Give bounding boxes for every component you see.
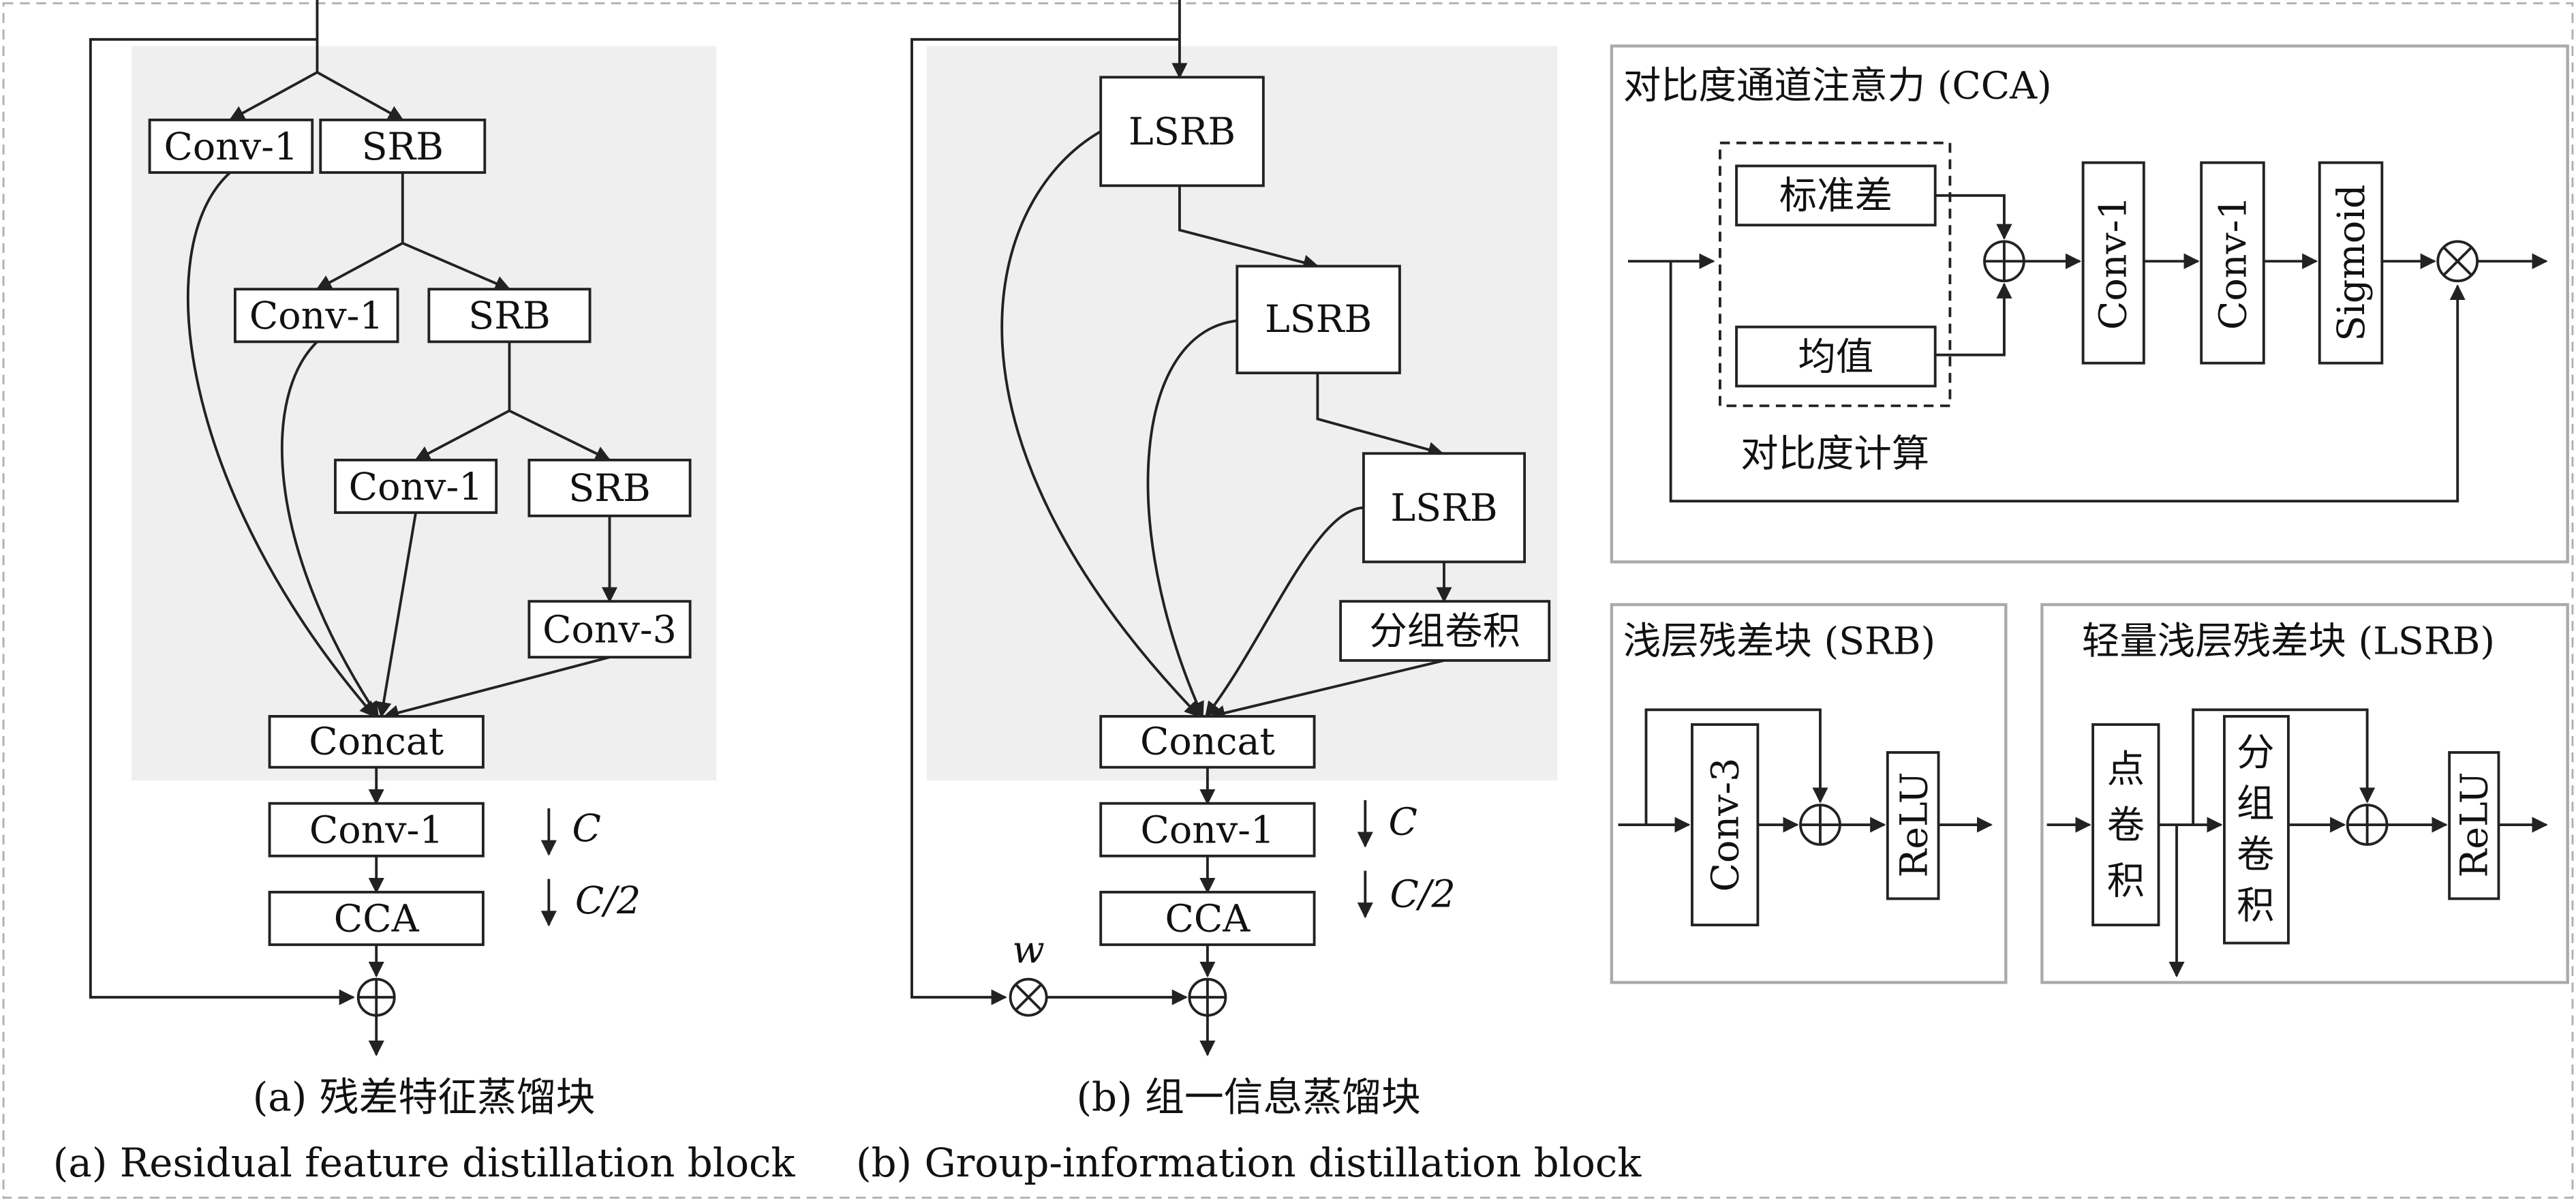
lsrb-box [1236, 264, 1401, 375]
conv1-box [234, 288, 399, 344]
concat-label: Concat [309, 720, 444, 763]
concat-box [268, 715, 485, 769]
cca-box [1099, 890, 1316, 946]
srb-box [527, 458, 692, 517]
channel-note: C [572, 807, 601, 851]
relu-label: ReLU [1893, 772, 1937, 878]
conv1-label: Conv-1 [249, 294, 384, 338]
group-char: 积 [2237, 884, 2274, 928]
lsrb-box [1362, 452, 1527, 564]
lsrb-box [1099, 76, 1265, 187]
srb-box [427, 288, 592, 344]
group-conv-box [1339, 600, 1551, 662]
lsrb-label: LSRB [1129, 110, 1236, 154]
conv3-label: Conv-3 [542, 608, 677, 652]
sigmoid-label: Sigmoid [2330, 185, 2374, 341]
cca-box [268, 890, 485, 946]
conv1-out-box [268, 802, 485, 857]
conv1-label: Conv-1 [2211, 196, 2255, 330]
caption-en: (b) Group-information distillation block [856, 1140, 1642, 1186]
conv3-label: Conv-3 [1704, 758, 1747, 892]
conv1-box [148, 119, 314, 174]
contrast-label: 对比度计算 [1741, 433, 1929, 476]
cca-frame [1610, 44, 2569, 564]
conv1-box [2081, 161, 2145, 365]
srb-label: SRB [362, 125, 444, 169]
mean-box [1735, 325, 1937, 388]
group-conv-label: 分组卷积 [1369, 610, 1520, 654]
conv1-label: Conv-1 [164, 125, 298, 169]
caption-cn: (a) 残差特征蒸馏块 [253, 1074, 596, 1120]
pointwise-char: 积 [2107, 860, 2145, 903]
srb-detail [1610, 603, 2008, 984]
channel-note: C [1389, 800, 1417, 844]
mean-label: 均值 [1798, 335, 1873, 379]
conv1-label: Conv-1 [349, 466, 483, 509]
channel-half-note: C/2 [1390, 873, 1455, 917]
cca-label: CCA [334, 898, 420, 941]
contrast-dashed-box [1719, 141, 1952, 408]
lsrb-frame [2040, 603, 2569, 984]
lsrb-label: LSRB [1390, 487, 1497, 530]
lsrb-title: 轻量浅层残差块 (LSRB) [2082, 620, 2495, 663]
caption-cn: (b) 组一信息蒸馏块 [1076, 1074, 1420, 1120]
srb-frame [1610, 603, 2008, 984]
conv3-box [1691, 723, 1760, 926]
caption-en: (a) Residual feature distillation block [53, 1140, 796, 1186]
lsrb-label: LSRB [1265, 298, 1372, 341]
relu-label: ReLU [2453, 772, 2497, 878]
conv1-box [2200, 161, 2265, 365]
cca-title: 对比度通道注意力 (CCA) [1623, 65, 2052, 108]
group-char: 组 [2237, 782, 2274, 826]
std-box [1735, 164, 1937, 227]
channel-half-note: C/2 [575, 879, 641, 923]
conv1-box [334, 458, 498, 514]
pointwise-conv-box [2091, 723, 2160, 926]
pointwise-char: 点 [2107, 748, 2145, 791]
relu-box [2448, 751, 2500, 900]
srb-label: SRB [568, 467, 650, 511]
cca-detail [1610, 44, 2569, 564]
conv1-out-label: Conv-1 [1141, 809, 1275, 853]
panel-b-boxes [1099, 76, 1551, 946]
pointwise-char: 卷 [2107, 804, 2145, 847]
conv1-out-label: Conv-1 [309, 809, 444, 853]
lsrb-detail [2040, 603, 2569, 984]
std-label: 标准差 [1779, 174, 1892, 218]
srb-title: 浅层残差块 (SRB) [1623, 620, 1935, 663]
concat-label: Concat [1140, 720, 1275, 763]
sigmoid-box [2318, 161, 2384, 365]
srb-box [319, 119, 487, 174]
srb-label: SRB [468, 294, 550, 338]
relu-box [1886, 751, 1940, 900]
conv1-label: Conv-1 [2091, 196, 2135, 330]
concat-box [1099, 715, 1316, 769]
panel-a-boxes [148, 119, 692, 946]
group-char: 分 [2237, 731, 2274, 775]
group-char: 卷 [2237, 834, 2274, 877]
group-conv-box [2222, 715, 2290, 945]
conv3-box [527, 600, 692, 659]
conv1-out-box [1099, 802, 1316, 857]
cca-label: CCA [1165, 898, 1251, 941]
weight-label: w [1012, 928, 1044, 972]
